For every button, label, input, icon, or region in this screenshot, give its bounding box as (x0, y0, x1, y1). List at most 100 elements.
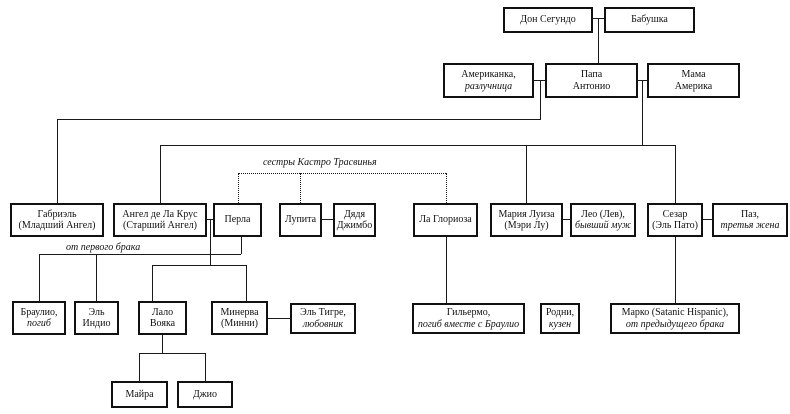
node-lupita: Лупита (279, 203, 322, 237)
node-label: Майра (125, 388, 154, 400)
marriage-line-marialuisa-leo (563, 219, 570, 220)
lover-line-minerva-eltigre (268, 318, 290, 319)
node-leo: Лео (Лев), бывший муж (570, 203, 636, 237)
node-sublabel: кузен (548, 318, 572, 330)
descent-line-to-papa (598, 19, 599, 63)
node-label: Габриэль (37, 208, 77, 220)
node-la-gloriosa: Ла Глориоза (413, 203, 478, 237)
dotted-drop-la-gloriosa (446, 173, 447, 203)
drop-line-maria-luisa (526, 145, 527, 203)
drop-line-lalo (152, 265, 153, 301)
node-label: Перла (224, 214, 251, 226)
node-paz: Паз, третья жена (712, 203, 788, 237)
node-perla: Перла (213, 203, 262, 237)
node-label: Минерва (220, 306, 259, 318)
node-label: Лало (151, 306, 174, 318)
node-label: Лупита (284, 214, 317, 226)
node-mayra: Майра (111, 381, 168, 408)
node-label: Эль (88, 306, 105, 318)
node-sublabel: любовник (302, 318, 344, 330)
drop-line-mayra (139, 353, 140, 381)
descent-line-amerikanka-junction (540, 80, 541, 119)
node-label: Американка, (461, 69, 516, 80)
dotted-rail-castro-sisters (238, 173, 446, 174)
node-label: Родни, (545, 307, 575, 318)
dotted-drop-perla (238, 173, 239, 203)
node-sublabel: погиб вместе с Браулио (417, 318, 520, 330)
riser-line-perla (241, 237, 242, 254)
node-label: Дядя (343, 208, 366, 220)
node-guillermo: Гильермо, погиб вместе с Браулио (412, 303, 525, 334)
node-label: Марко (Satanic Hispanic), (621, 307, 729, 318)
drop-line-gabriel (57, 119, 58, 203)
node-gio: Джио (177, 381, 233, 408)
node-label: Джимбо (336, 220, 373, 231)
first-marriage-label: от первого брака (66, 242, 141, 253)
node-label: Мария Луиза (498, 208, 555, 220)
descent-line-guillermo (446, 237, 447, 303)
drop-line-angel (160, 145, 161, 203)
node-braulio: Браулио, погиб (12, 301, 66, 335)
node-angel: Ангел де Ла Крус (Старший Ангел) (113, 203, 207, 237)
node-label: Америка (674, 80, 713, 92)
node-label: Ангел де Ла Крус (122, 208, 198, 220)
node-label: Вояка (149, 318, 176, 329)
node-maria-luisa: Мария Луиза (Мэри Лу) (490, 203, 563, 237)
node-don-segundo: Дон Сегундо (503, 7, 593, 33)
dotted-drop-lupita (300, 173, 301, 203)
marriage-line-donsegundo-babushka (593, 18, 604, 19)
node-lalo: Лало Вояка (138, 301, 187, 335)
node-el-indio: Эль Индио (74, 301, 119, 335)
node-label: Индио (82, 318, 111, 329)
node-sublabel: от предыдущего брака (625, 318, 725, 330)
node-el-tigre: Эль Тигре, любовник (290, 303, 356, 334)
node-label: Гильермо, (446, 307, 491, 318)
node-label: Браулио, (20, 306, 58, 318)
node-dyadya-jimbo: Дядя Джимбо (333, 203, 376, 237)
node-label: Сезар (662, 208, 688, 220)
descent-line-angel-perla-junction (210, 219, 211, 265)
node-amerikanka: Американка, разлучница (443, 63, 534, 98)
node-cesar: Сезар (Эль Пато) (647, 203, 703, 237)
node-minerva: Минерва (Минни) (211, 301, 268, 335)
node-label: (Эль Пато) (652, 220, 698, 231)
descent-line-marko (675, 237, 676, 303)
node-sublabel: разлучница (464, 80, 513, 92)
node-papa-antonio: Папа Антонио (545, 63, 638, 98)
drop-line-gio (205, 353, 206, 381)
node-label: Папа (580, 69, 603, 80)
rail-first-marriage-children (39, 254, 241, 255)
node-label: (Мэри Лу) (504, 220, 549, 231)
node-label: Лео (Лев), (581, 208, 625, 220)
node-sublabel: погиб (27, 318, 51, 329)
rail-angel-perla-children (152, 265, 246, 266)
node-mama-amerika: Мама Америка (647, 63, 740, 98)
rail-lalo-children (139, 353, 205, 354)
node-label: Эль Тигре, (300, 307, 346, 318)
node-rodni: Родни, кузен (540, 303, 580, 334)
marriage-line-cesar-paz (703, 219, 712, 220)
descent-line-mama-junction (642, 80, 643, 145)
marriage-line-amerikanka-papa (534, 80, 545, 81)
node-label: Антонио (572, 80, 611, 92)
node-label: (Младший Ангел) (18, 220, 96, 231)
node-label: Дон Сегундо (520, 14, 576, 26)
drop-line-braulio (39, 254, 40, 301)
node-label: Паз, (740, 208, 760, 220)
drop-line-el-indio (96, 254, 97, 301)
node-sublabel: третья жена (720, 220, 780, 231)
node-label: Джио (192, 388, 218, 400)
node-label: Ла Глориоза (419, 214, 472, 226)
node-label: (Минни) (221, 318, 258, 329)
drop-line-minerva (246, 265, 247, 301)
node-label: Бабушка (631, 14, 668, 26)
node-gabriel: Габриэль (Младший Ангел) (10, 203, 104, 237)
rail-mama-children (160, 145, 675, 146)
marriage-line-lupita-jimbo (322, 219, 333, 220)
drop-line-cesar (675, 145, 676, 203)
rail-amerikanka-children (57, 119, 541, 120)
castro-sisters-label: сестры Кастро Трасвинья (263, 157, 377, 168)
descent-line-lalo-junction (162, 335, 163, 353)
node-marko: Марко (Satanic Hispanic), от предыдущего… (610, 303, 740, 334)
